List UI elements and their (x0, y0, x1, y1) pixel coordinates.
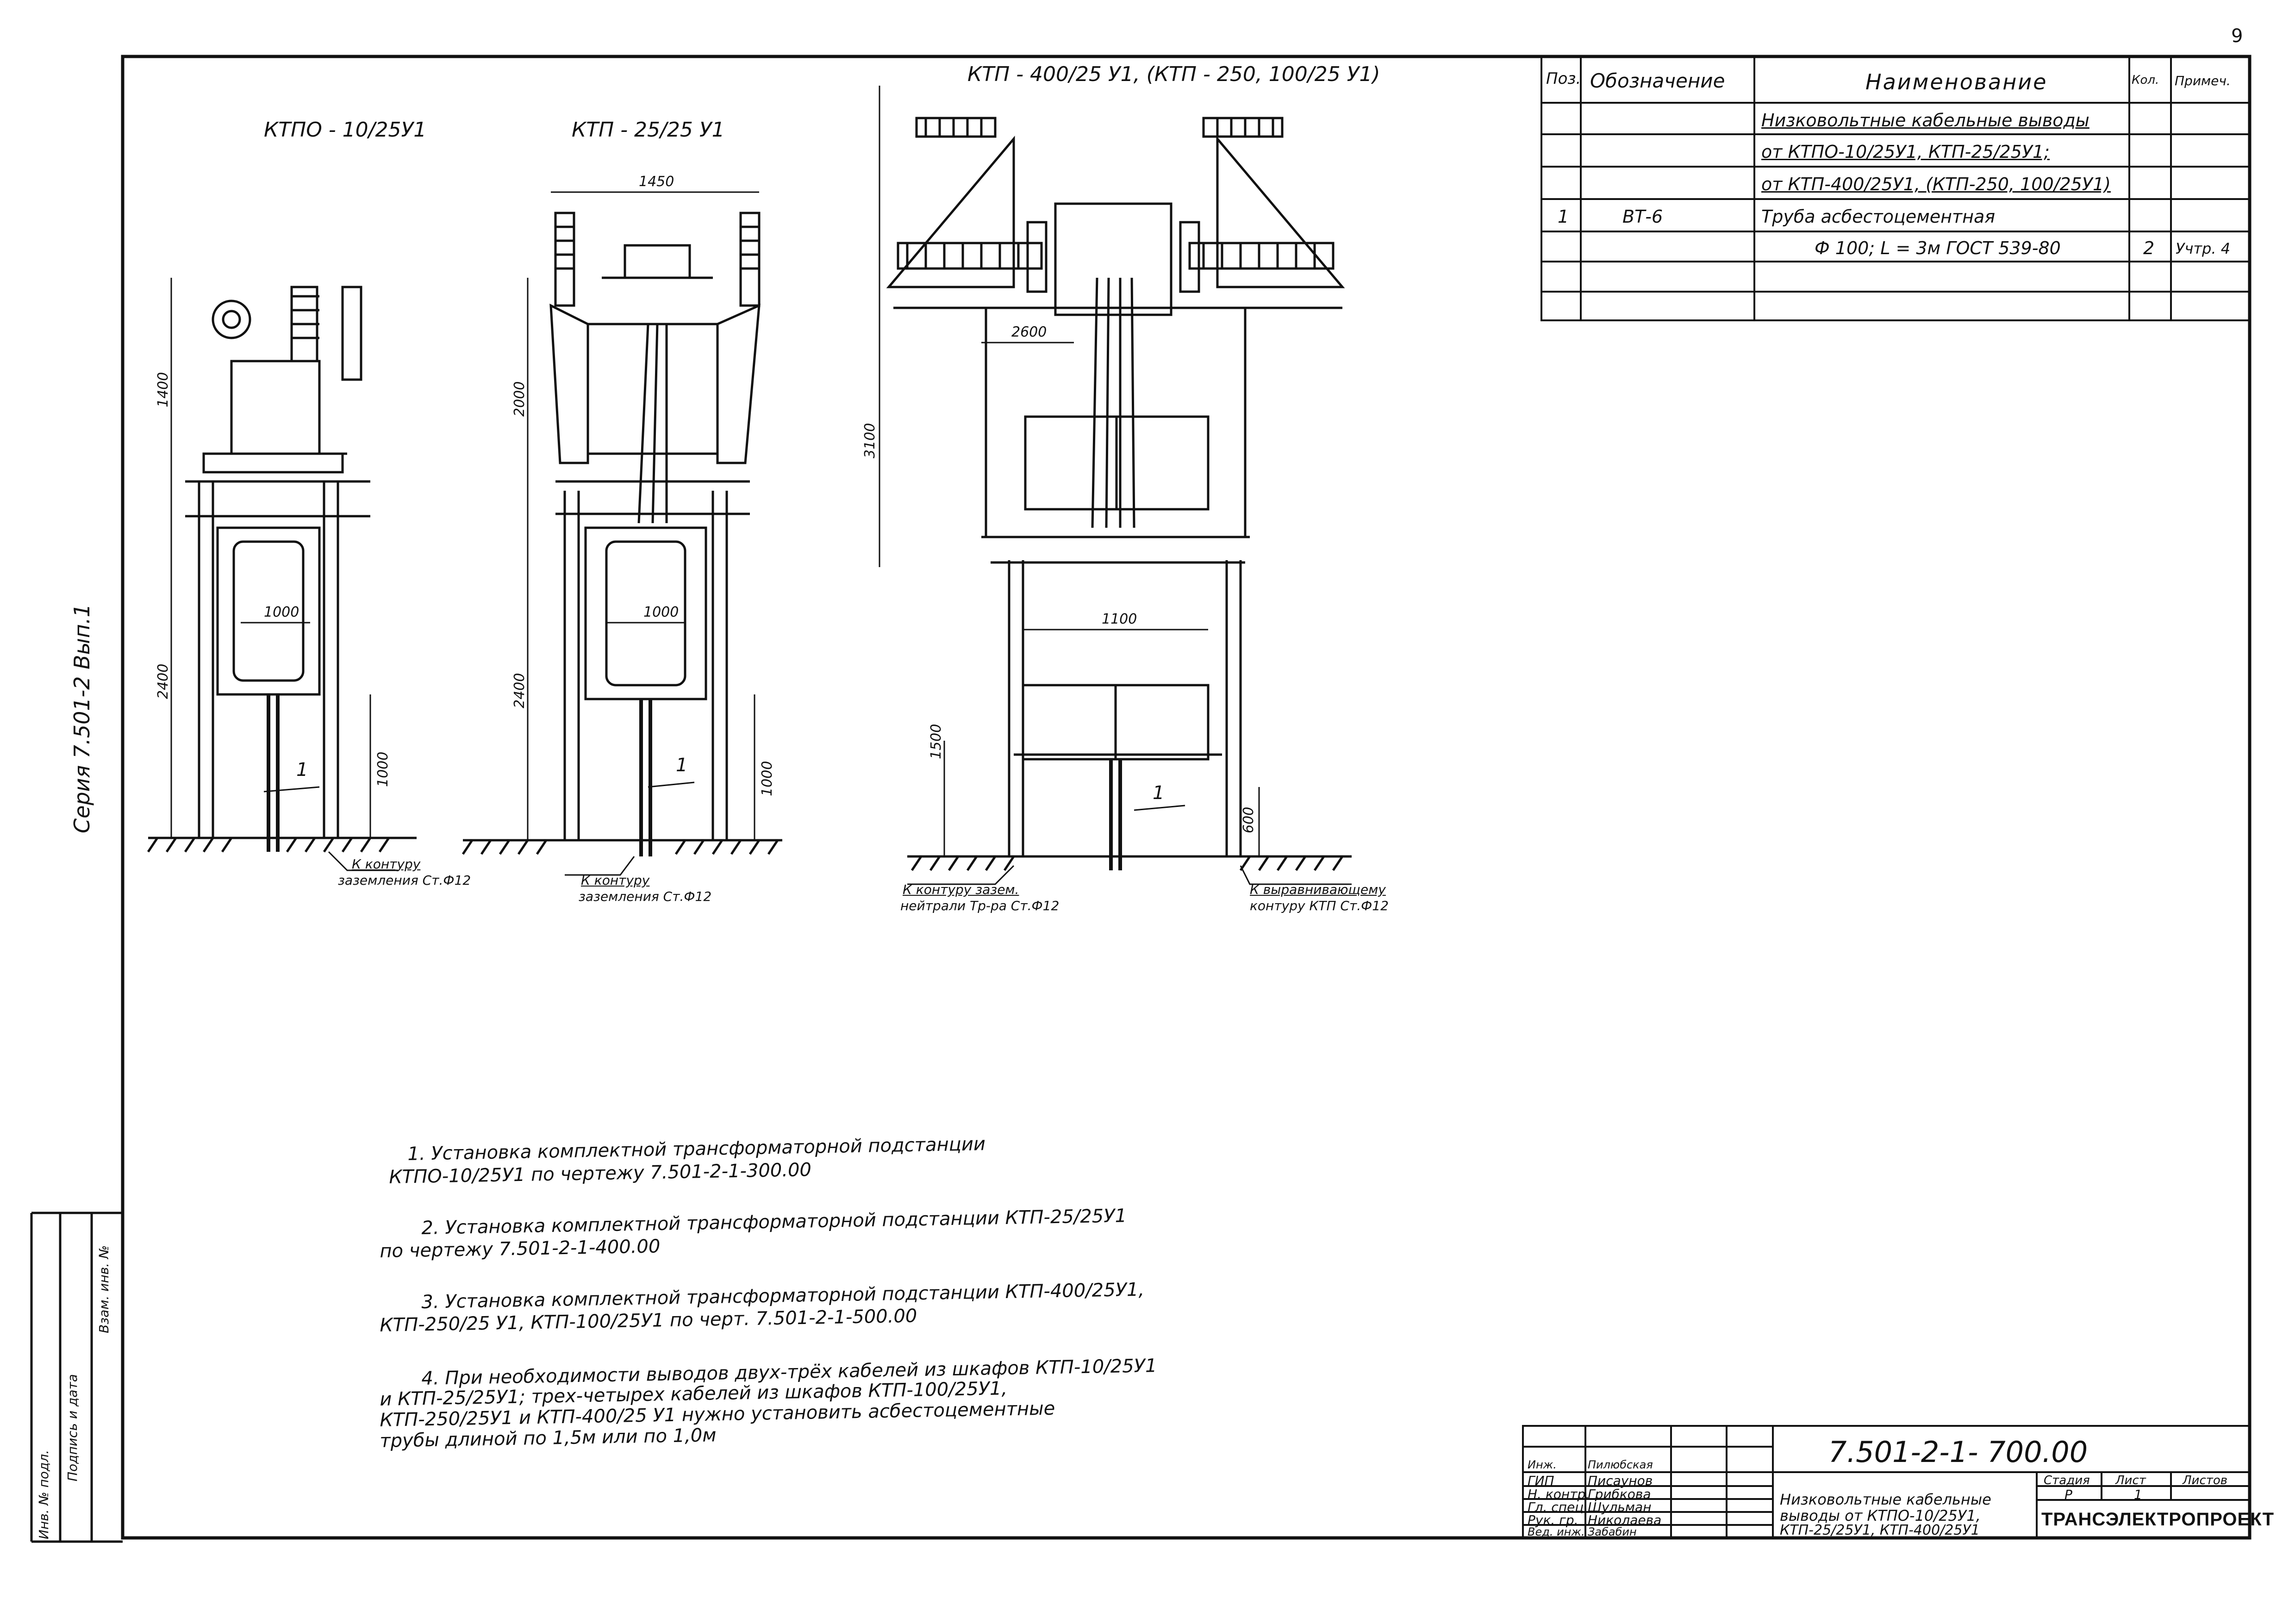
spec-row-2-name: от КТПО-10/25У1, КТП-25/25У1; (1761, 142, 2050, 162)
ktp400-dim-h3: 600 (1241, 806, 1257, 833)
name-inzh: Пилюбская (1588, 1458, 1653, 1471)
spec-row-5-qty: 2 (2143, 238, 2155, 258)
ktpo-ground-label: К контуру (352, 856, 421, 872)
ktpo-dim-h1: 1400 (155, 372, 171, 407)
spec-header-qty: Кол. (2132, 73, 2159, 87)
name-rukgr: Николаева (1588, 1512, 1662, 1528)
drawing-frame (121, 55, 2252, 1540)
ktp400-dim-h1: 3100 (862, 423, 878, 458)
ktpo-dim-w: 1000 (264, 604, 299, 620)
spec-row-4-pos: 1 (1558, 206, 1569, 227)
margin-label-replace: Взам. инв. № (96, 1245, 112, 1333)
ktp400-ground-left2: нейтрали Тр-ра Ст.Ф12 (900, 898, 1060, 913)
role-nkontr: Н. контр. (1528, 1487, 1590, 1502)
spec-row-1-name: Низковольтные кабельные выводы (1761, 110, 2089, 131)
spec-header-name: Наименование (1865, 69, 2048, 94)
ktpo-dim-h2: 2400 (155, 663, 171, 699)
org-name: ТРАНСЭЛЕКТРОПРОЕКТ (2041, 1509, 2275, 1530)
role-vedinzh: Вед. инж. (1528, 1525, 1585, 1538)
name-glspec: Шульман (1588, 1499, 1652, 1515)
role-inzh: Инж. (1528, 1458, 1557, 1471)
ktp25-ground-label: К контуру (581, 873, 650, 888)
ktp25-ground-label2: заземления Ст.Ф12 (579, 889, 712, 904)
title-line-2: выводы от КТПО-10/25У1, (1780, 1507, 1981, 1524)
ktp400-dim-w: 1100 (1102, 611, 1137, 627)
ktp400-dim-wtop: 2600 (1011, 324, 1047, 340)
sheet-header: Лист (2115, 1474, 2146, 1487)
ktp25-dim-wtop: 1450 (639, 174, 674, 190)
ktp400-ground-right: К выравнивающему (1250, 882, 1386, 897)
name-gip: Писаунов (1588, 1473, 1653, 1488)
margin-label-sign: Подпись и дата (65, 1374, 80, 1481)
ktp25-dim-h1: 2000 (511, 381, 528, 417)
series-label: Серия 7.501-2 Вып.1 (69, 604, 94, 833)
ktp400-drawing (879, 86, 1352, 885)
sheet-value: 1 (2134, 1487, 2142, 1502)
spec-row-5-note: Учтр. 4 (2176, 240, 2231, 257)
spec-header-pos: Поз. (1546, 69, 1581, 88)
name-vedinzh: Забабин (1588, 1525, 1637, 1538)
spec-table-lines (1541, 56, 2251, 321)
corner-sheet-number: 9 (2231, 25, 2243, 47)
sheets-header: Листов (2183, 1474, 2228, 1487)
ktp400-ground-right2: контуру КТП Ст.Ф12 (1250, 898, 1389, 913)
ktp400-pos-mark: 1 (1153, 782, 1165, 804)
ktpo-title: КТПО - 10/25У1 (264, 118, 427, 142)
ktp25-dim-w: 1000 (643, 604, 679, 620)
stage-header: Стадия (2044, 1474, 2090, 1487)
role-glspec: Гл. спец. (1528, 1499, 1588, 1515)
ktp25-title: КТП - 25/25 У1 (572, 118, 725, 142)
spec-row-3-name: от КТП-400/25У1, (КТП-250, 100/25У1) (1761, 174, 2111, 194)
ktp25-dim-h3: 1000 (759, 761, 775, 796)
title-line-1: Низковольтные кабельные (1780, 1491, 1991, 1508)
ktp400-title: КТП - 400/25 У1, (КТП - 250, 100/25 У1) (967, 62, 1380, 86)
spec-row-4-designation: ВТ-6 (1622, 206, 1663, 227)
ktp25-pos-mark: 1 (676, 755, 688, 776)
doc-number: 7.501-2-1- 700.00 (1828, 1435, 2088, 1469)
margin-label-inv: Инв. № подл. (36, 1449, 51, 1539)
title-block-lines (1522, 1425, 2251, 1539)
ktp25-dim-h2: 2400 (511, 673, 528, 708)
title-line-3: КТП-25/25У1, КТП-400/25У1 (1780, 1522, 1980, 1538)
spec-header-designation: Обозначение (1590, 69, 1725, 92)
ktp400-dim-h2: 1500 (928, 724, 944, 759)
ktpo-drawing (147, 278, 417, 871)
ktp400-ground-left: К контуру зазем. (903, 882, 1019, 897)
ktp25-drawing (462, 191, 782, 876)
name-nkontr: Грибкова (1588, 1487, 1651, 1502)
spec-row-5-name: Ф 100; L = 3м ГОСТ 539-80 (1815, 238, 2061, 258)
spec-header-note: Примеч. (2175, 73, 2231, 88)
stage-value: Р (2064, 1487, 2072, 1502)
ktpo-dim-h3: 1000 (375, 751, 391, 787)
role-gip: ГИП (1528, 1473, 1554, 1488)
spec-row-4-name: Труба асбестоцементная (1761, 206, 1996, 227)
ktpo-ground-label2: заземления Ст.Ф12 (338, 873, 471, 888)
role-rukgr: Рук. гр. (1528, 1512, 1578, 1528)
ktpo-pos-mark: 1 (296, 759, 308, 781)
